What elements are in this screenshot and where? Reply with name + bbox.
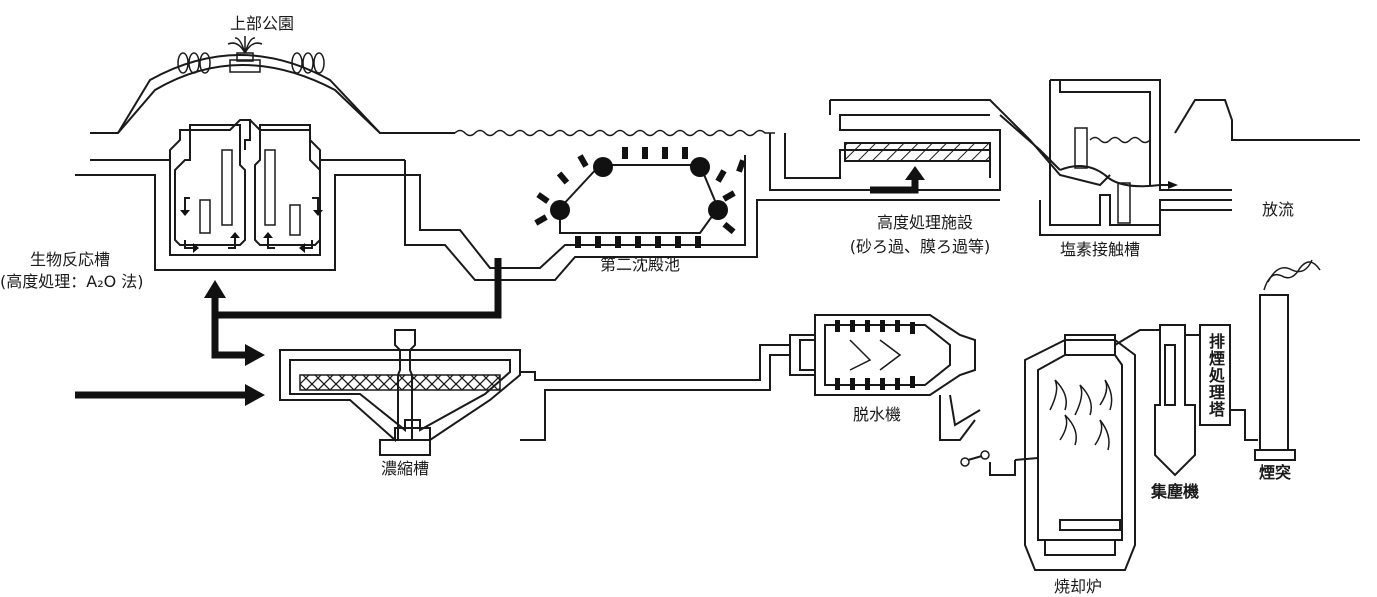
chimney (1254, 259, 1321, 461)
circulation-arrows-icon (180, 197, 323, 253)
incinerator (989, 329, 1160, 571)
incinerator-label: 焼却炉 (1053, 577, 1103, 596)
bioreactor-tank (75, 119, 421, 271)
scrubber-tower (1199, 324, 1258, 441)
chlorine-contact-tank (1039, 79, 1232, 236)
fountain-icon (227, 36, 263, 73)
advanced-treatment-label: 高度処理施設 (876, 213, 974, 232)
tree-cluster-right-icon (291, 52, 325, 74)
bio-tank-label: 生物反応槽 (30, 250, 111, 269)
secondary-clarifier-label: 第二沈殿池 (599, 255, 681, 274)
thickener (279, 329, 521, 456)
dewatering-centrifuge (789, 314, 990, 467)
scrubber-label: 排煙処理塔 (1206, 333, 1225, 418)
ground-line (90, 54, 1360, 141)
discharge-label: 放流 (1262, 200, 1295, 219)
top-park-label: 上部公園 (229, 14, 295, 33)
tree-cluster-left-icon (177, 52, 211, 74)
flame-icon (1049, 379, 1113, 451)
dust-collector (1154, 324, 1200, 477)
sludge-return-flow (75, 258, 502, 406)
secondary-clarifier (534, 147, 746, 248)
dewatering-label: 脱水機 (852, 405, 902, 424)
pipe-thickener-to-dewatering (520, 344, 790, 441)
advanced-treatment-facility (769, 99, 1111, 194)
top-park (117, 36, 381, 134)
pipe-bioreactor-to-clarifier (404, 155, 1000, 281)
upflow-arrow-icon (870, 166, 925, 194)
chimney-label: 煙突 (1258, 463, 1292, 482)
dust-collector-label: 集塵機 (1150, 482, 1200, 501)
bio-tank-note: (高度処理：A₂O 法) (0, 272, 144, 291)
advanced-treatment-note: (砂ろ過、膜ろ過等) (849, 237, 991, 256)
thickener-label: 濃縮槽 (380, 459, 430, 478)
chlorine-tank-label: 塩素接触槽 (1059, 240, 1141, 259)
